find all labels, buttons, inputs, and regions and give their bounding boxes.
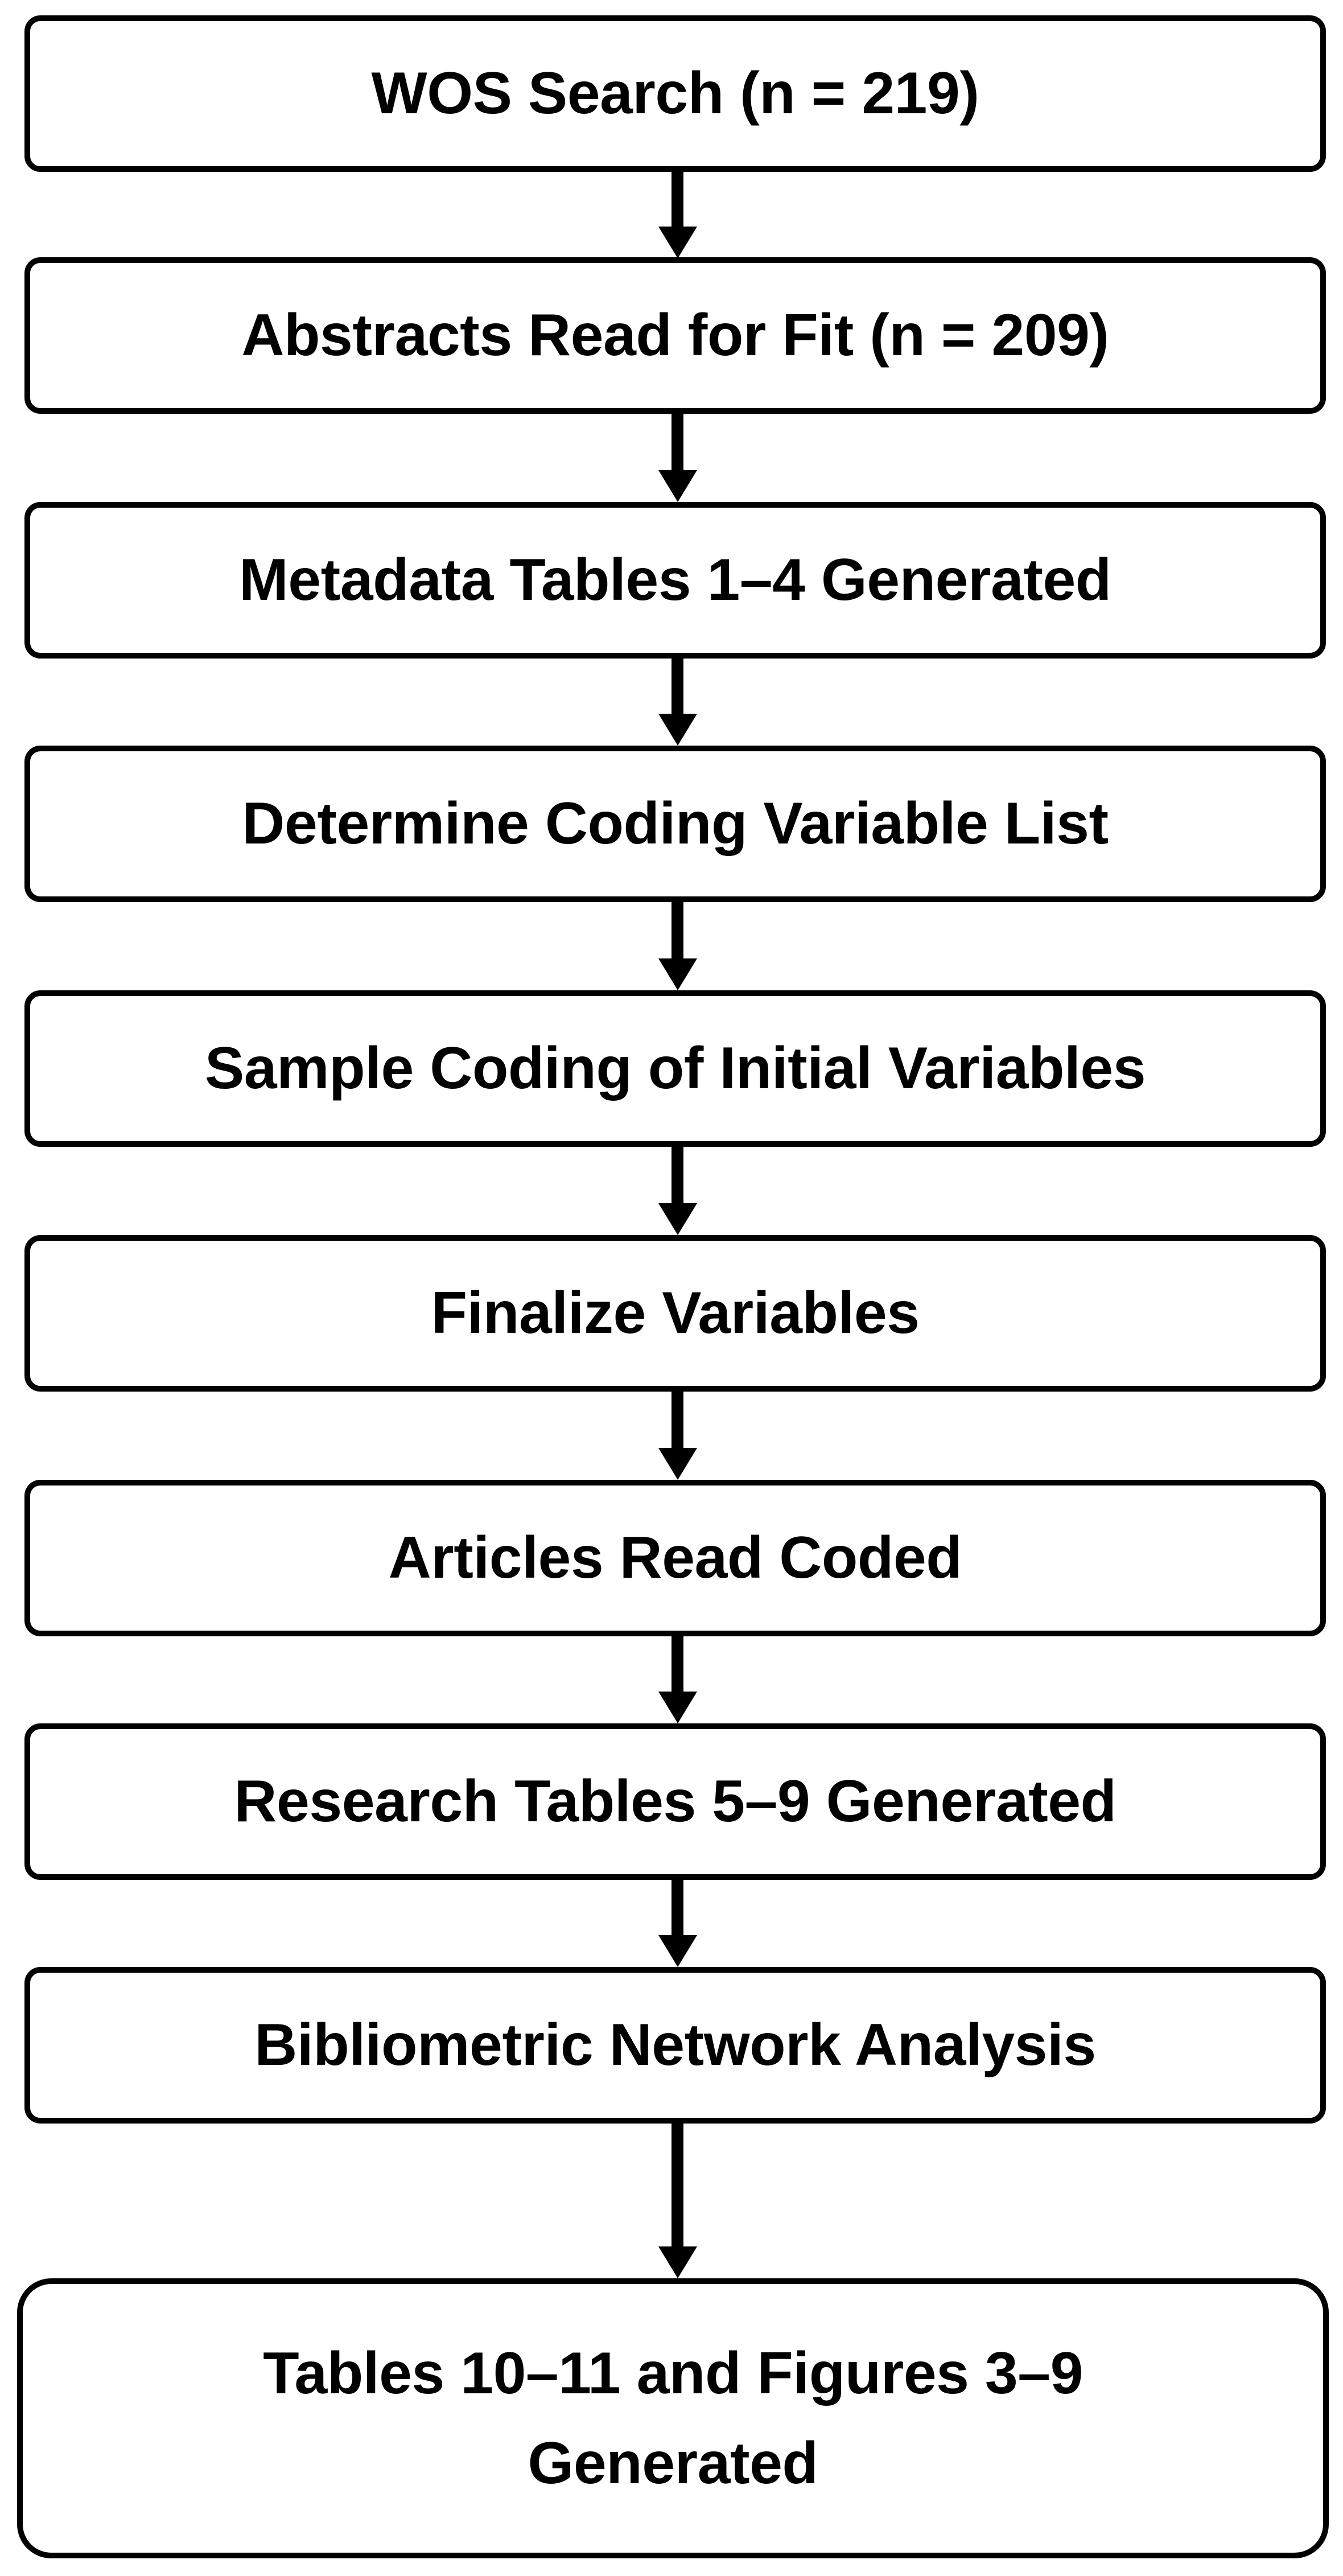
flow-connector-arrow [0, 659, 1343, 746]
flow-node-label: Tables 10–11 and Figures 3–9 Generated [263, 2340, 1083, 2496]
arrow-stem [672, 1147, 683, 1203]
flow-node-label: Finalize Variables [431, 1279, 920, 1346]
arrow-stem [672, 1392, 683, 1448]
flow-node-label: WOS Search (n = 219) [371, 60, 979, 126]
arrow-head-icon [658, 2246, 697, 2278]
arrow-stem [672, 659, 683, 714]
arrow-head-icon [658, 714, 697, 746]
flow-connector-arrow [0, 414, 1343, 502]
arrow-head-icon [658, 1935, 697, 1967]
flow-node-label: Bibliometric Network Analysis [254, 2011, 1096, 2078]
flow-connector-arrow [0, 1636, 1343, 1723]
flow-connector-arrow [0, 1880, 1343, 1967]
flow-node-label: Sample Coding of Initial Variables [204, 1035, 1146, 1101]
arrow-head-icon [658, 958, 697, 990]
flow-node-8: Research Tables 5–9 Generated [24, 1723, 1326, 1880]
arrow-head-icon [658, 1448, 697, 1480]
flow-node-label: Abstracts Read for Fit (n = 209) [241, 302, 1109, 368]
flow-connector-arrow [0, 902, 1343, 990]
flow-node-label: Determine Coding Variable List [242, 790, 1109, 857]
flow-node-label: Research Tables 5–9 Generated [234, 1768, 1117, 1834]
flow-node-7: Articles Read Coded [24, 1480, 1326, 1636]
arrow-head-icon [658, 1203, 697, 1235]
flow-node-6: Finalize Variables [24, 1235, 1326, 1392]
arrow-stem [672, 1880, 683, 1935]
flow-node-10: Tables 10–11 and Figures 3–9 Generated [17, 2278, 1329, 2558]
arrow-stem [672, 172, 683, 227]
flow-node-label: Articles Read Coded [388, 1524, 962, 1591]
arrow-head-icon [658, 227, 697, 258]
flow-node-2: Abstracts Read for Fit (n = 209) [24, 257, 1326, 414]
arrow-stem [672, 902, 683, 958]
flow-node-3: Metadata Tables 1–4 Generated [24, 502, 1326, 659]
arrow-head-icon [658, 1692, 697, 1723]
flow-node-label: Metadata Tables 1–4 Generated [239, 546, 1111, 613]
arrow-stem [672, 414, 683, 470]
flow-connector-arrow [0, 1147, 1343, 1235]
flow-node-4: Determine Coding Variable List [24, 746, 1326, 902]
flow-connector-arrow [0, 1392, 1343, 1480]
arrow-stem [672, 2124, 683, 2246]
flow-node-5: Sample Coding of Initial Variables [24, 990, 1326, 1147]
flow-node-9: Bibliometric Network Analysis [24, 1967, 1326, 2124]
arrow-head-icon [658, 470, 697, 502]
flow-connector-arrow [0, 172, 1343, 258]
flow-connector-arrow [0, 2124, 1343, 2278]
arrow-stem [672, 1636, 683, 1692]
flow-node-1: WOS Search (n = 219) [24, 15, 1326, 172]
